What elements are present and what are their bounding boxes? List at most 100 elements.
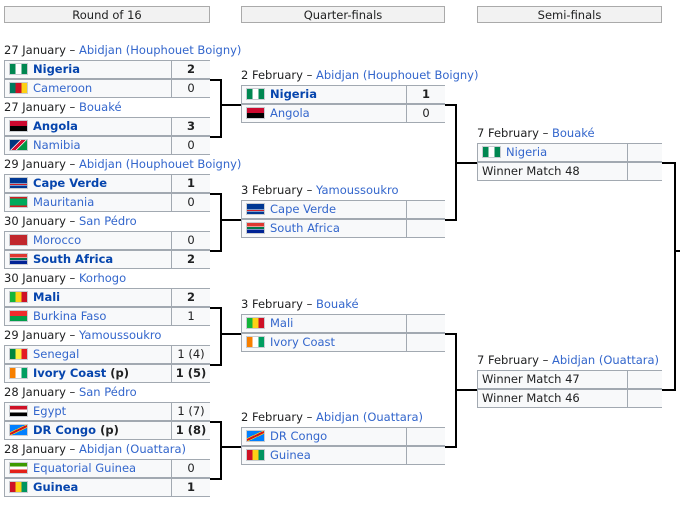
match-venue[interactable]: Abidjan (Ouattara) xyxy=(316,410,424,424)
mauritania-flag-icon xyxy=(9,196,28,208)
team-name[interactable]: Guinea xyxy=(270,448,311,462)
team-name-cell: Winner Match 47 xyxy=(478,371,627,388)
team-name-cell: South Africa xyxy=(5,251,171,268)
morocco-flag-icon xyxy=(9,234,28,246)
team-score: 0 xyxy=(171,460,210,477)
team-name-cell: Angola xyxy=(5,118,171,135)
team-name-cell: Winner Match 46 xyxy=(478,390,627,407)
bracket-connector xyxy=(445,104,457,106)
team-name-cell: DR Congo xyxy=(242,428,406,445)
team-name[interactable]: Guinea xyxy=(33,480,79,494)
match-venue[interactable]: Abidjan (Houphouet Boigny) xyxy=(78,157,242,171)
team-name[interactable]: Namibia xyxy=(33,138,81,152)
team-name[interactable]: Cameroon xyxy=(33,81,93,95)
bracket-connector xyxy=(220,333,241,335)
separator: – xyxy=(302,297,316,311)
team-row: Mali xyxy=(241,314,445,333)
cape-verde-flag-icon xyxy=(246,203,265,215)
nigeria-flag-icon xyxy=(246,88,265,100)
match-date: 28 January xyxy=(4,442,66,456)
team-name[interactable]: Mali xyxy=(33,290,61,304)
team-name[interactable]: DR Congo xyxy=(270,429,328,443)
penalty-note: (p) xyxy=(96,423,119,437)
team-name-cell: Egypt xyxy=(5,403,171,420)
team-name[interactable]: Senegal xyxy=(33,347,80,361)
team-name[interactable]: Ivory Coast xyxy=(33,366,107,380)
match-venue[interactable]: Abidjan (Houphouet Boigny) xyxy=(316,68,479,82)
header-quarter-finals: Quarter-finals xyxy=(241,6,445,23)
south-africa-flag-icon xyxy=(9,253,28,265)
bracket-connector xyxy=(220,104,241,106)
team-name[interactable]: Equatorial Guinea xyxy=(33,461,137,475)
match-info: 27 January – Bouaké xyxy=(4,100,122,114)
team-name[interactable]: Ivory Coast xyxy=(270,335,336,349)
match-venue[interactable]: Bouaké xyxy=(316,297,359,311)
match-venue[interactable]: Bouaké xyxy=(78,100,122,114)
team-name[interactable]: Mali xyxy=(270,316,294,330)
bracket-connector xyxy=(220,79,222,138)
bracket-connector xyxy=(210,136,222,138)
team-name-cell: Namibia xyxy=(5,137,171,154)
team-name[interactable]: Nigeria xyxy=(33,62,80,76)
team-row: Winner Match 47 xyxy=(477,370,662,389)
bracket-connector xyxy=(662,389,676,391)
bracket-connector xyxy=(220,219,241,221)
match-venue[interactable]: Abidjan (Ouattara) xyxy=(552,353,660,367)
match-venue[interactable]: San Pédro xyxy=(78,214,137,228)
bracket-connector xyxy=(210,307,222,309)
team-name[interactable]: Cape Verde xyxy=(270,202,337,216)
match-venue[interactable]: Yamoussoukro xyxy=(78,328,162,342)
team-row: Winner Match 48 xyxy=(477,162,662,181)
dr-congo-flag-icon xyxy=(9,424,28,436)
match-date: 29 January xyxy=(4,328,66,342)
team-name[interactable]: South Africa xyxy=(33,252,114,266)
match-venue[interactable]: San Pédro xyxy=(78,385,137,399)
bracket-connector xyxy=(210,250,222,252)
team-name[interactable]: Nigeria xyxy=(270,87,317,101)
team-name[interactable]: Mauritania xyxy=(33,195,95,209)
team-name-cell: Morocco xyxy=(5,232,171,249)
bracket-connector xyxy=(455,162,477,164)
dr-congo-flag-icon xyxy=(246,430,265,442)
team-name[interactable]: DR Congo xyxy=(33,423,97,437)
guinea-flag-icon xyxy=(246,449,265,461)
team-name[interactable]: Nigeria xyxy=(506,145,548,159)
team-score: 2 xyxy=(171,251,210,268)
team-name[interactable]: Egypt xyxy=(33,404,67,418)
team-score xyxy=(627,390,662,407)
bracket-connector xyxy=(220,446,241,448)
team-name[interactable]: Burkina Faso xyxy=(33,309,107,323)
match-venue[interactable]: Abidjan (Ouattara) xyxy=(78,442,187,456)
team-name-cell: Cameroon xyxy=(5,80,171,97)
team-name-cell: Mali xyxy=(5,289,171,306)
namibia-flag-icon xyxy=(9,139,28,151)
match-venue[interactable]: Korhogo xyxy=(78,271,127,285)
match-venue[interactable]: Yamoussoukro xyxy=(316,183,399,197)
separator: – xyxy=(538,126,552,140)
match-venue[interactable]: Bouaké xyxy=(552,126,595,140)
team-name[interactable]: South Africa xyxy=(270,221,340,235)
match-venue[interactable]: Abidjan (Houphouet Boigny) xyxy=(78,43,242,57)
team-name: Winner Match 48 xyxy=(482,164,580,178)
angola-flag-icon xyxy=(246,107,265,119)
mali-flag-icon xyxy=(246,317,265,329)
bracket-connector xyxy=(455,389,477,391)
team-name: Winner Match 47 xyxy=(482,372,580,386)
team-name-cell: Nigeria xyxy=(5,61,171,78)
team-name-cell: Cape Verde xyxy=(5,175,171,192)
team-name-cell: South Africa xyxy=(242,220,406,237)
match-info: 3 February – Yamoussoukro xyxy=(241,183,399,197)
separator: – xyxy=(302,410,316,424)
nigeria-flag-icon xyxy=(482,146,501,158)
separator: – xyxy=(302,68,316,82)
team-name[interactable]: Cape Verde xyxy=(33,176,108,190)
match-info: 29 January – Abidjan (Houphouet Boigny) xyxy=(4,157,241,171)
team-row: Guinea xyxy=(241,446,445,465)
bracket-connector xyxy=(220,421,222,480)
team-name[interactable]: Morocco xyxy=(33,233,82,247)
team-name[interactable]: Angola xyxy=(33,119,78,133)
team-name[interactable]: Angola xyxy=(270,106,310,120)
